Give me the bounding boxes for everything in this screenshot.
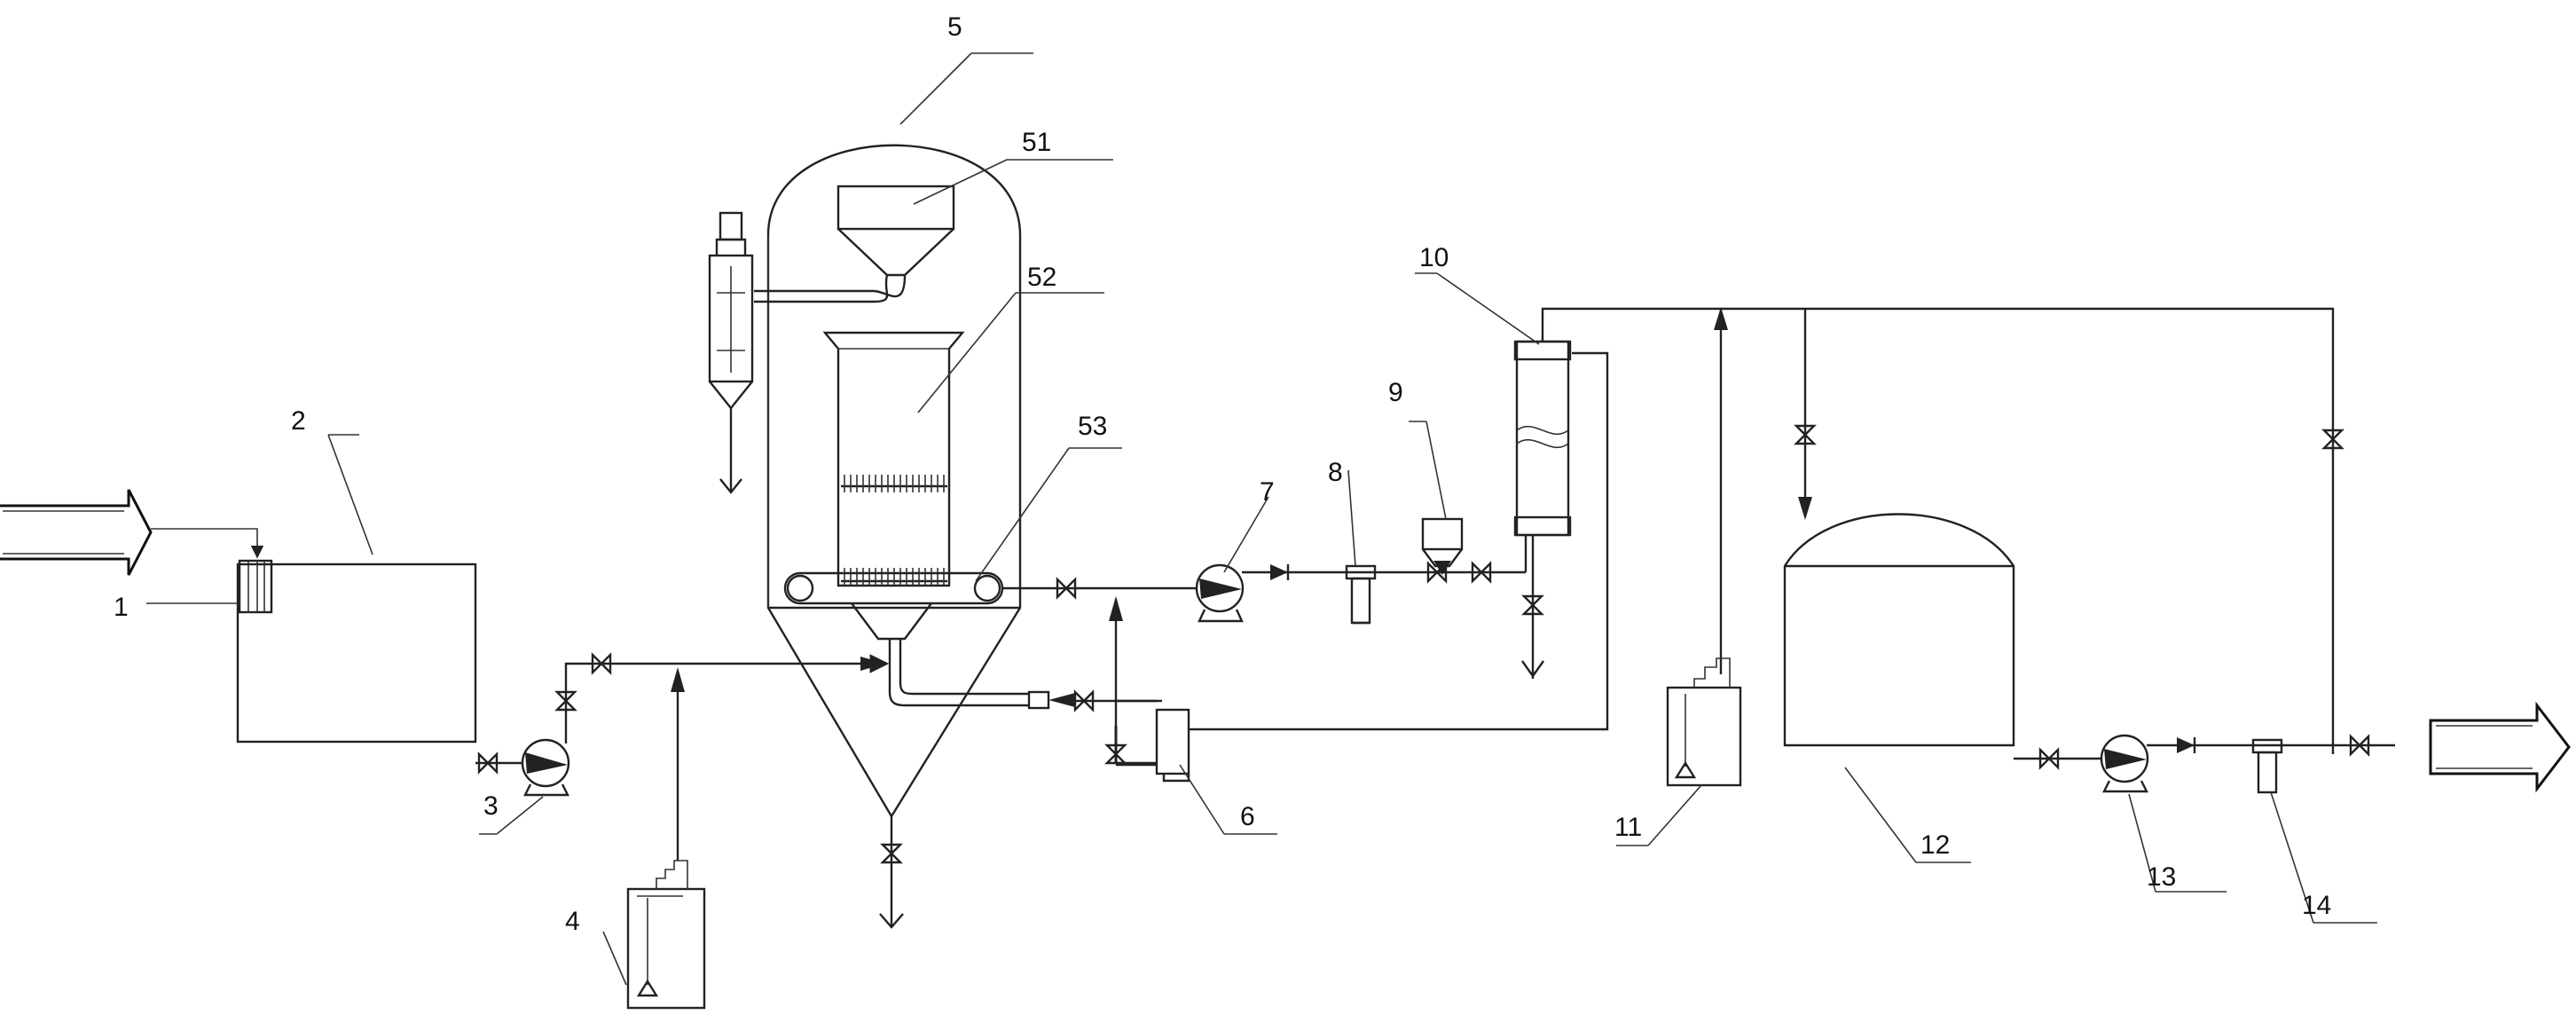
leader-8 bbox=[1347, 469, 1356, 567]
label-14: 14 bbox=[2302, 891, 2331, 920]
leader-10 bbox=[1436, 272, 1540, 345]
dosing-tank-4 bbox=[626, 860, 706, 1010]
leader-53 bbox=[975, 447, 1070, 582]
regulating-tank-2 bbox=[236, 563, 477, 744]
label-53: 53 bbox=[1078, 412, 1107, 441]
arrow-dosing-4 bbox=[671, 667, 685, 692]
label-1: 1 bbox=[114, 593, 129, 622]
valve-drain-5 bbox=[880, 843, 903, 864]
pipe-reactor-bottom bbox=[888, 639, 1029, 707]
leader-51 bbox=[913, 159, 1008, 205]
leader-11 bbox=[1647, 784, 1702, 846]
filter-14 bbox=[2251, 738, 2283, 794]
label-8: 8 bbox=[1328, 458, 1343, 487]
label-9: 9 bbox=[1388, 378, 1403, 407]
valve-6b bbox=[1104, 744, 1127, 765]
label-52: 52 bbox=[1027, 263, 1056, 292]
valve-3a bbox=[477, 751, 499, 775]
label-11: 11 bbox=[1614, 813, 1642, 842]
label-51: 51 bbox=[1022, 128, 1051, 157]
valve-9a bbox=[1426, 561, 1448, 584]
leader-12 bbox=[1844, 767, 1917, 863]
exchanger-10 bbox=[1513, 319, 1572, 537]
pump-7 bbox=[1195, 563, 1245, 623]
valve-9b bbox=[1471, 561, 1492, 584]
valve-13a bbox=[2321, 429, 2344, 450]
leader-13 bbox=[2128, 793, 2156, 893]
arrow-return-into-reactor bbox=[1048, 693, 1075, 707]
label-12: 12 bbox=[1920, 830, 1950, 860]
inner-cylinder-52 bbox=[822, 331, 965, 587]
leader-6 bbox=[1179, 764, 1225, 835]
inlet-nozzle bbox=[1027, 690, 1050, 710]
label-5: 5 bbox=[947, 12, 962, 42]
storage-tank-12 bbox=[1783, 513, 2015, 747]
dosing-tank-11 bbox=[1666, 657, 1742, 787]
pump-13 bbox=[2100, 734, 2149, 793]
leader-3 bbox=[496, 796, 544, 835]
filter-8 bbox=[1345, 564, 1377, 625]
label-4: 4 bbox=[565, 907, 580, 936]
valve-14a bbox=[2349, 734, 2370, 757]
valve-5a bbox=[1056, 577, 1077, 600]
leader-4 bbox=[602, 931, 627, 986]
reactor-vessel-5 bbox=[766, 144, 1022, 819]
check-valve-13 bbox=[2177, 737, 2195, 753]
arrow-into-tank12 bbox=[1798, 497, 1812, 520]
label-7: 7 bbox=[1260, 477, 1275, 507]
leader-14 bbox=[2270, 791, 2314, 924]
leader-9 bbox=[1425, 421, 1447, 520]
leader-7 bbox=[1223, 496, 1269, 573]
pipe-pump3-to-reactor bbox=[564, 662, 887, 744]
leader-5 bbox=[899, 52, 972, 125]
side-separator bbox=[708, 211, 754, 494]
drain-arrow-5 bbox=[879, 913, 904, 929]
valve-12a bbox=[1794, 424, 1817, 445]
valve-3c bbox=[591, 652, 612, 675]
label-6: 6 bbox=[1240, 802, 1255, 831]
label-2: 2 bbox=[291, 406, 306, 436]
valve-13b bbox=[2038, 747, 2060, 770]
label-3: 3 bbox=[483, 791, 499, 821]
label-13: 13 bbox=[2147, 862, 2176, 892]
valve-3b bbox=[554, 690, 577, 712]
pipe-6-to-exchanger10 bbox=[1189, 351, 1609, 731]
valve-10a bbox=[1521, 594, 1544, 616]
pipe-top-header bbox=[1541, 307, 2335, 754]
inlet-arrow bbox=[0, 489, 153, 576]
pump-3 bbox=[521, 738, 570, 797]
arrow-into-reactor bbox=[860, 657, 885, 671]
conveyor-53 bbox=[783, 571, 1004, 641]
leader-52 bbox=[917, 292, 1017, 413]
leader-2 bbox=[327, 434, 373, 555]
arrow-11-up bbox=[1714, 307, 1728, 330]
unit-6 bbox=[1114, 699, 1190, 783]
valve-6a bbox=[1073, 689, 1095, 712]
check-valve-7 bbox=[1270, 564, 1288, 580]
outlet-arrow bbox=[2429, 701, 2571, 793]
inlet-line bbox=[151, 528, 264, 559]
separator-51 bbox=[754, 185, 955, 303]
screen-filter-1 bbox=[238, 559, 273, 614]
label-10: 10 bbox=[1419, 243, 1449, 272]
drain-arrow-10 bbox=[1521, 660, 1544, 679]
arrow-return-up bbox=[1109, 596, 1123, 621]
